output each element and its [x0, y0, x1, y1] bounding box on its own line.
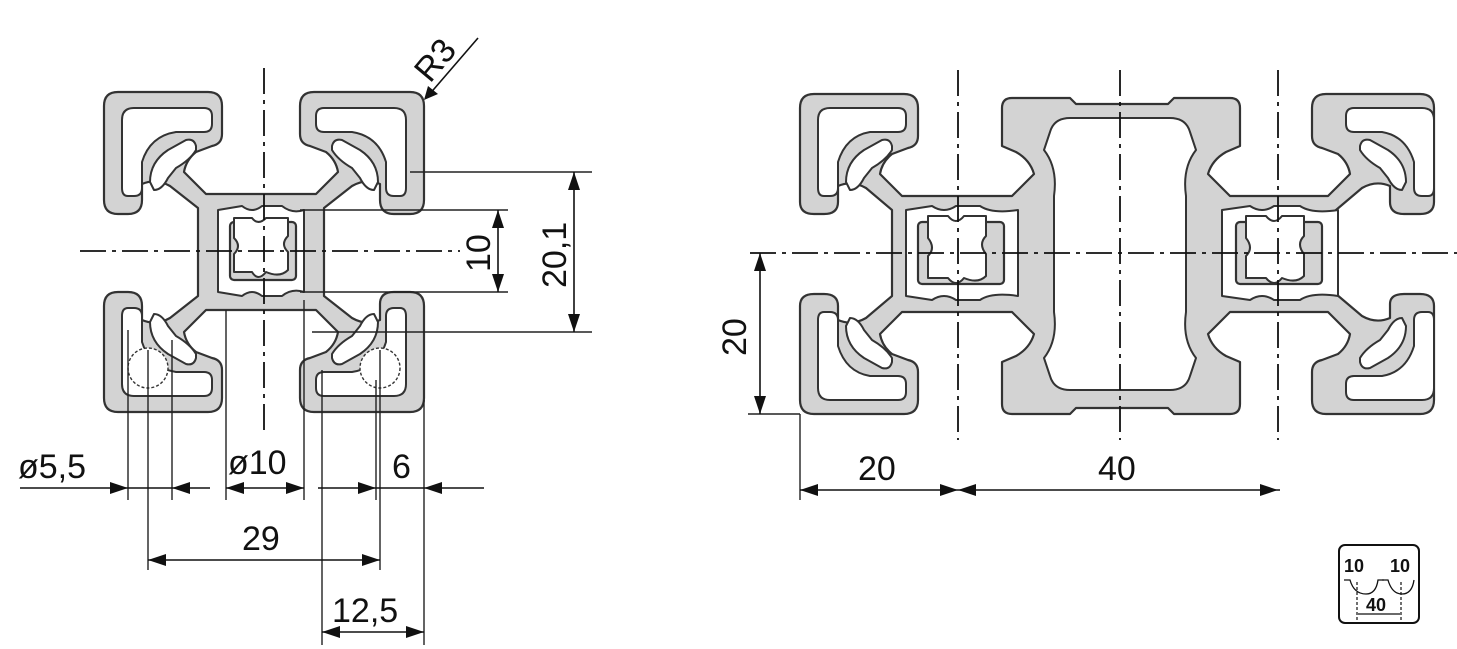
core-hole [233, 217, 289, 278]
core-r-right-hole [1245, 215, 1305, 284]
arrow-29-b [362, 554, 380, 566]
arrow-20-v-top [754, 253, 766, 271]
arrow-12-5-a [322, 626, 340, 638]
arrow-5-5-b [172, 482, 190, 494]
arrow-20-v-bottom [754, 396, 766, 414]
dia-5-5-label: ø5,5 [18, 448, 86, 486]
r3-leader [427, 37, 479, 97]
arrow-12-5-b [406, 626, 424, 638]
arrow-10-top [492, 210, 504, 228]
arrow-10-dia-b [286, 482, 304, 494]
arrow-40-b [1260, 484, 1278, 496]
arrow-6-a [358, 482, 376, 494]
dim-10-label: 10 [460, 234, 498, 272]
dim-6-label: 6 [392, 448, 411, 486]
core-r-left-hole [927, 215, 987, 284]
arrow-20-1-top [568, 172, 580, 190]
dim-40-label: 40 [1098, 450, 1136, 488]
badge-slot-right [1382, 579, 1415, 595]
arrow-20-h-a [800, 484, 818, 496]
dim-20-h-label: 20 [858, 450, 896, 488]
arrow-5-5-a [110, 482, 128, 494]
badge-left-value: 10 [1344, 556, 1364, 576]
arrow-10-dia-a [226, 482, 244, 494]
dim-29-label: 29 [242, 520, 280, 558]
arrow-20-h-b [940, 484, 958, 496]
arrow-40-a [958, 484, 976, 496]
r3-label: R3 [407, 31, 464, 89]
arrow-6-b [424, 482, 442, 494]
badge-frame [1338, 544, 1420, 624]
dia-10-label: ø10 [228, 444, 287, 482]
badge-right-value: 10 [1390, 556, 1410, 576]
dim-12-5-label: 12,5 [332, 592, 398, 630]
badge-bottom-value: 40 [1366, 595, 1386, 615]
profile-4080 [798, 92, 1436, 416]
arrow-29-a [148, 554, 166, 566]
dim-20-v-label: 20 [716, 318, 754, 356]
badge-slot-left [1344, 579, 1384, 595]
arrow-10-bottom [492, 274, 504, 292]
slot-spacing-badge: 10 10 40 [1338, 544, 1420, 624]
dim-20-1-label: 20,1 [536, 222, 574, 288]
arrow-20-1-bottom [568, 314, 580, 332]
r3-arrow [424, 86, 438, 100]
